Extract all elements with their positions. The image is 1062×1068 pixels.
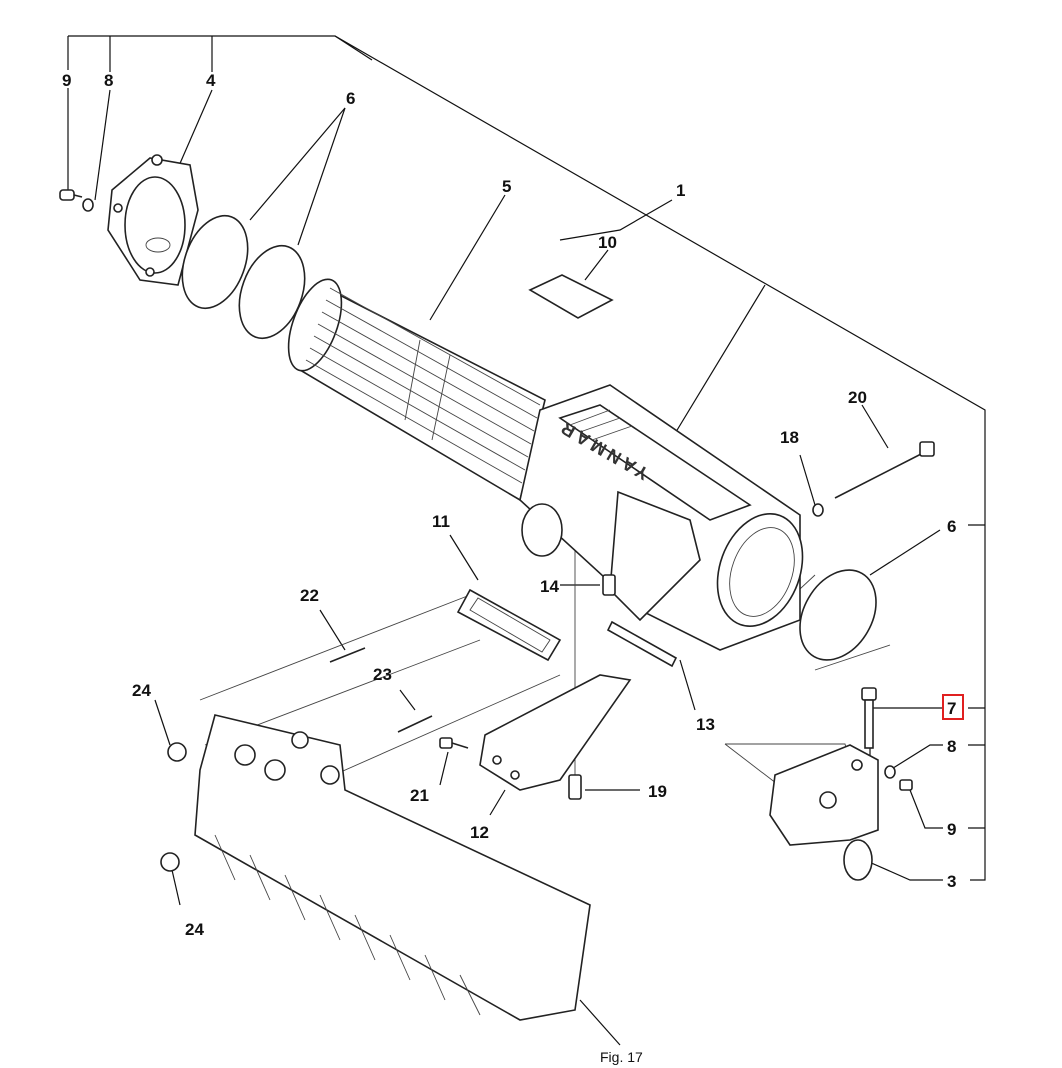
cooler-core-part-5 [287, 278, 546, 502]
callout-10: 10 [598, 233, 617, 252]
callout-4: 4 [206, 71, 216, 90]
nut-part-24-bottom [160, 852, 180, 872]
nut-part-24-top [167, 742, 187, 762]
elbow-cover-part-3 [769, 744, 879, 881]
stud-part-22 [329, 647, 366, 663]
callout-6-top: 6 [346, 89, 355, 108]
o-ring-part-6-left [181, 214, 249, 310]
callout-14: 14 [540, 577, 559, 596]
callout-7: 7 [947, 699, 956, 718]
callout-18: 18 [780, 428, 799, 447]
callout-12: 12 [470, 823, 489, 842]
callout-labels: 9 8 4 6 5 1 10 20 18 6 11 14 22 23 24 13… [62, 71, 964, 1065]
gasket-part-11 [456, 588, 562, 662]
callout-24-bottom: 24 [185, 920, 204, 939]
callout-24-top: 24 [132, 681, 151, 700]
callout-6-right: 6 [947, 517, 956, 536]
label-plate-part-10 [528, 274, 614, 319]
long-bolt-part-20 [834, 441, 935, 499]
o-ring-part-6-middle [238, 244, 306, 340]
callout-20: 20 [848, 388, 867, 407]
bolt-part-21 [439, 737, 469, 749]
stud-part-23 [397, 715, 433, 733]
bolt-part-7 [861, 687, 877, 749]
cooler-housing-part-1: YANMAR [519, 384, 804, 651]
callout-9-top: 9 [62, 71, 71, 90]
end-cover-part-4 [107, 154, 199, 286]
callout-22: 22 [300, 586, 319, 605]
washer-part-8-top [82, 198, 94, 212]
washer-part-8-right [884, 765, 896, 779]
bolt-part-19 [568, 774, 582, 800]
bracket-part-12 [479, 674, 632, 791]
link-part-13 [606, 620, 678, 668]
callout-11: 11 [432, 512, 450, 531]
callout-13: 13 [696, 715, 715, 734]
callout-7-highlight-box [942, 694, 964, 720]
callout-8-top: 8 [104, 71, 113, 90]
o-ring-part-6-right [799, 569, 877, 661]
callout-23: 23 [373, 665, 392, 684]
bolt-part-9-right [899, 779, 913, 791]
callout-19: 19 [648, 782, 667, 801]
callout-21: 21 [410, 786, 429, 805]
callout-1: 1 [676, 181, 685, 200]
callout-3: 3 [947, 872, 956, 891]
callout-8-right: 8 [947, 737, 956, 756]
callout-9-right: 9 [947, 820, 956, 839]
figure-label: Fig. 17 [600, 1049, 643, 1065]
callout-5: 5 [502, 177, 511, 196]
plug-part-14 [602, 574, 616, 596]
washer-part-18 [812, 503, 824, 517]
intake-manifold [194, 714, 591, 1021]
bolt-part-9-top [59, 189, 83, 201]
